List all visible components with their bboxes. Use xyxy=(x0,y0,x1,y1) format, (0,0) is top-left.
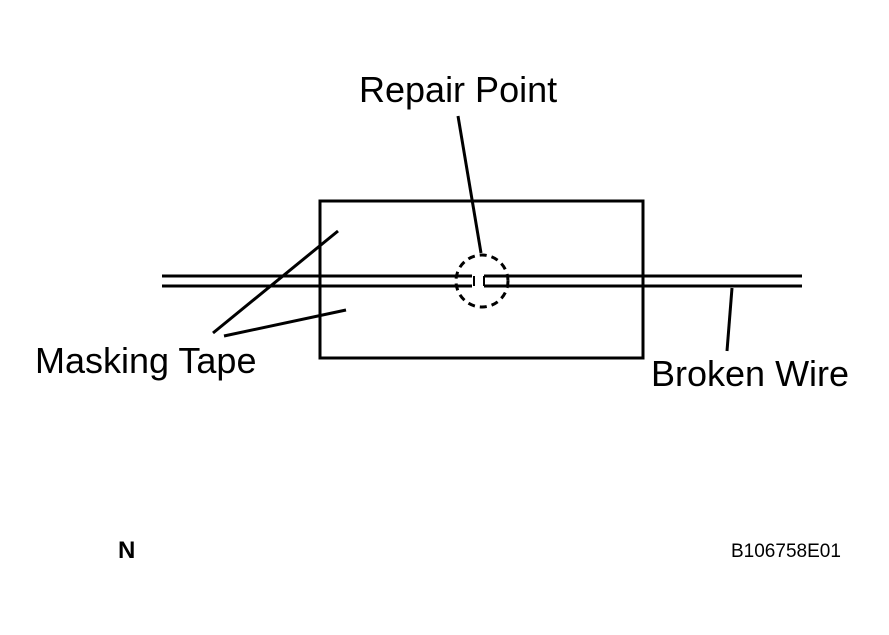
broken-wire-leader xyxy=(725,287,734,352)
view-letter: N xyxy=(118,537,136,564)
figure-code: B106758E01 xyxy=(731,541,841,562)
masking-tape-leader-lower xyxy=(223,308,347,338)
masking-tape-label: Masking Tape xyxy=(35,340,257,381)
repair-point-leader xyxy=(456,115,483,254)
broken-wire-label: Broken Wire xyxy=(651,353,850,394)
broken-wire xyxy=(162,274,802,288)
masking-tape-rect xyxy=(318,199,645,360)
masking-tape-leader-upper xyxy=(212,229,339,335)
leader-lines xyxy=(212,115,734,352)
repair-point-label: Repair Point xyxy=(359,69,558,110)
repair-point-circle xyxy=(454,253,510,309)
